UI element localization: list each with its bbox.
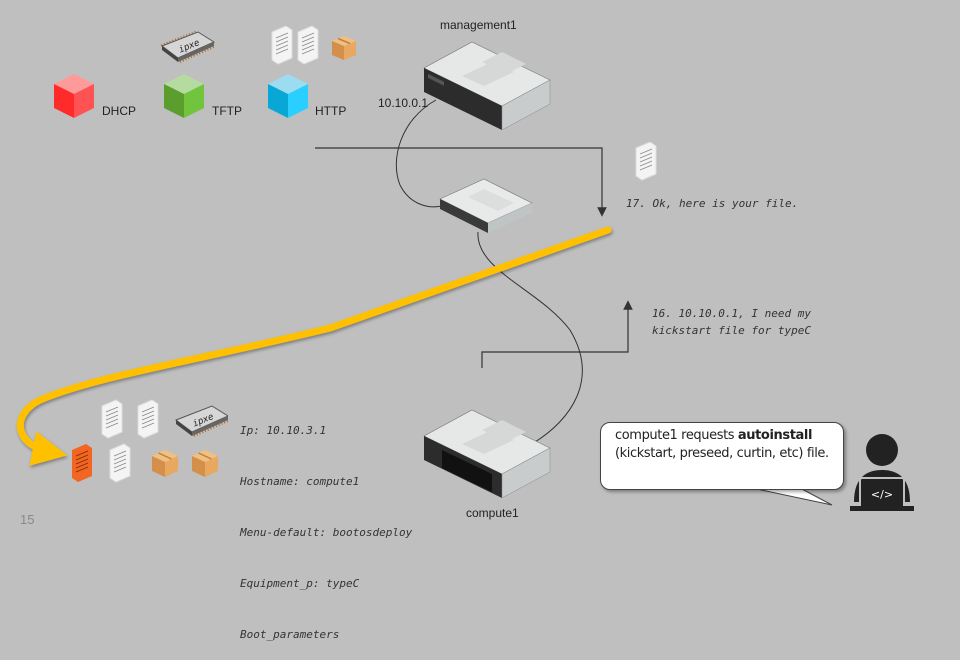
highlight-arrow — [16, 226, 612, 466]
label-dhcp: DHCP — [102, 104, 137, 118]
server-icon — [423, 41, 551, 131]
cube-green-icon — [164, 74, 204, 118]
compute-files: ipxe — [68, 398, 230, 493]
info-equipment: Equipment_p: typeC — [240, 577, 360, 590]
ipxe-chip-top: ipxe — [158, 30, 218, 69]
document-icon — [271, 25, 293, 65]
developer-icon: </> — [850, 434, 914, 511]
document-icon — [101, 399, 123, 439]
compute-info: Ip: 10.10.3.1 Hostname: compute1 Menu-de… — [240, 388, 412, 660]
http-files-top — [270, 25, 365, 71]
page-number: 15 — [20, 512, 35, 527]
svg-text:</>: </> — [871, 488, 893, 501]
server-icon — [423, 409, 551, 499]
label-tftp: TFTP — [212, 104, 242, 118]
document-icon — [297, 25, 319, 65]
service-http — [266, 72, 310, 125]
compute-server-name: compute1 — [466, 506, 519, 520]
management-ip: 10.10.0.1 — [378, 96, 429, 110]
info-menu-default: Menu-default: bootosdeploy — [240, 526, 413, 539]
callout-bubble: compute1 requests autoinstall (kickstart… — [600, 422, 844, 490]
cube-red-icon — [54, 74, 94, 118]
package-icon — [192, 450, 218, 477]
info-boot-params: Boot_parameters — [240, 628, 340, 641]
cube-blue-icon — [268, 74, 308, 118]
compute-server[interactable] — [422, 408, 552, 503]
cable-management-switch — [395, 99, 446, 208]
chip-icon: ipxe — [160, 30, 216, 63]
document-icon — [137, 399, 159, 439]
network-switch[interactable] — [438, 177, 534, 242]
developer-avatar: </> — [848, 432, 924, 521]
package-icon — [332, 36, 356, 60]
message-step16: 16. 10.10.0.1, I need my kickstart file … — [652, 307, 811, 337]
arrow-step17 — [315, 147, 607, 217]
switch-icon — [439, 178, 533, 233]
returned-file — [634, 141, 660, 187]
arrow-step16 — [481, 300, 633, 368]
chip-icon: ipxe — [174, 405, 230, 437]
callout-suffix: (kickstart, preseed, curtin, etc) file. — [615, 446, 829, 461]
package-icon — [152, 450, 178, 477]
cable-switch-compute — [477, 231, 583, 443]
service-tftp — [162, 72, 206, 125]
diagram-lines — [16, 99, 633, 466]
service-dhcp — [52, 72, 96, 125]
document-icon — [635, 141, 657, 181]
message-step17: 17. Ok, here is your file. — [626, 197, 799, 210]
management-server[interactable] — [422, 40, 552, 135]
kickstart-file-icon — [72, 444, 92, 482]
info-ip: Ip: 10.10.3.1 — [240, 424, 327, 437]
document-icon — [109, 443, 131, 483]
callout-prefix: compute1 requests — [615, 428, 738, 443]
callout-bold: autoinstall — [737, 428, 813, 443]
management-server-name: management1 — [440, 18, 517, 32]
info-hostname: Hostname: compute1 — [240, 475, 360, 488]
label-http: HTTP — [315, 104, 347, 118]
